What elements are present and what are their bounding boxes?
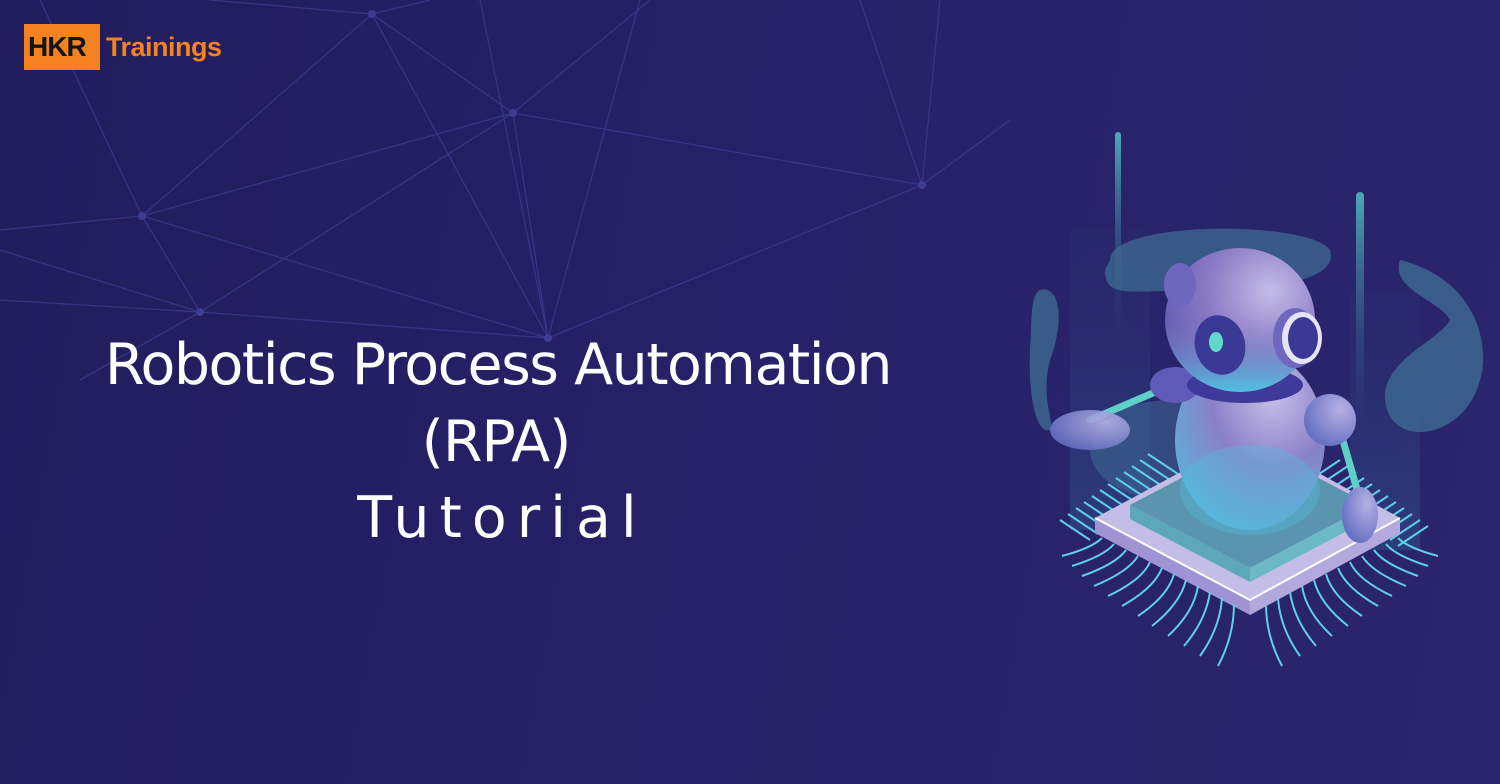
title-line-3: Tutorial <box>357 485 647 551</box>
robot-on-chip-icon <box>1029 132 1484 667</box>
hero-title: Robotics Process Automation (RPA) Tutori… <box>0 326 996 556</box>
title-line-1: Robotics Process Automation <box>104 332 893 398</box>
hkr-trainings-logo[interactable]: HKR Trainings <box>24 24 222 70</box>
logo-box-text: HKR <box>28 31 87 62</box>
logo-box: HKR <box>24 24 100 70</box>
logo-text: Trainings <box>106 31 222 62</box>
title-line-2: (RPA) <box>421 409 572 475</box>
